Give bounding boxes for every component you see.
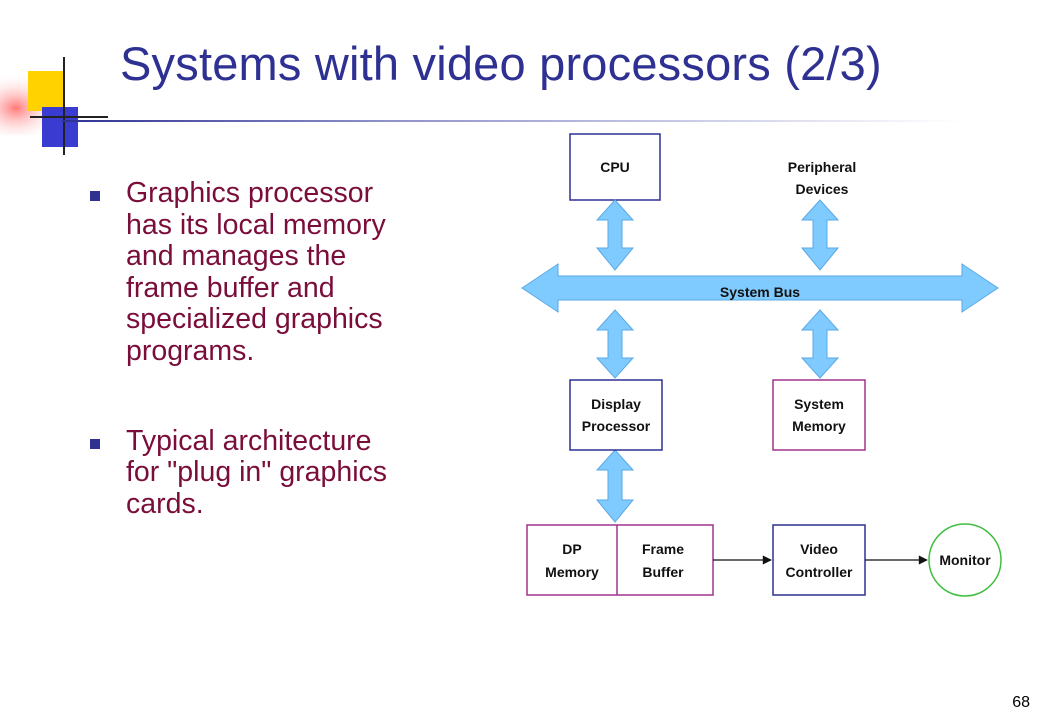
display-processor-label-line1: Display bbox=[591, 396, 641, 412]
peripheral-devices-label-line1: Peripheral bbox=[788, 159, 856, 175]
monitor-circle bbox=[928, 523, 1002, 597]
decorative-logo bbox=[0, 57, 108, 155]
system-memory-label-line1: System bbox=[794, 396, 844, 412]
dp-memory-label-line1: DP bbox=[562, 541, 581, 557]
bullet-text: Graphics processor has its local memory … bbox=[126, 177, 386, 367]
logo-yellow-square bbox=[28, 71, 64, 111]
bullet-item: Typical architecture for "plug in" graph… bbox=[90, 424, 490, 521]
cpu-box bbox=[569, 133, 661, 201]
slide-title: Systems with video processors (2/3) bbox=[120, 37, 882, 90]
display-processor-label-line2: Processor bbox=[582, 418, 651, 434]
video-controller-box bbox=[772, 524, 866, 596]
video-controller-label-line2: Controller bbox=[786, 564, 853, 580]
peripheral-bus-arrow bbox=[800, 199, 840, 271]
frame-buffer-label-line1: Frame bbox=[642, 541, 684, 557]
system-bus-label: System Bus bbox=[720, 284, 800, 300]
bullet-item: Graphics processor has its local memory … bbox=[90, 177, 490, 368]
dp-memory-frame-buffer-box bbox=[526, 524, 714, 596]
cpu-label: CPU bbox=[600, 159, 630, 175]
bus-display-processor-arrow bbox=[595, 309, 635, 379]
page-number: 68 bbox=[1012, 694, 1030, 711]
system-memory-box bbox=[772, 379, 866, 451]
video-controller-label-line1: Video bbox=[800, 541, 838, 557]
monitor-label: Monitor bbox=[939, 552, 991, 568]
title-underline bbox=[62, 120, 962, 122]
bullet-marker-icon bbox=[90, 438, 100, 449]
peripheral-devices-label-line2: Devices bbox=[796, 181, 849, 197]
system-bus-arrow bbox=[521, 263, 999, 313]
bullet-text: Typical architecture for "plug in" graph… bbox=[126, 424, 388, 520]
architecture-diagram: System Bus CPU Peripheral Devices Displa… bbox=[521, 133, 1002, 597]
bus-system-memory-arrow bbox=[800, 309, 840, 379]
display-processor-dp-memory-arrow bbox=[595, 449, 635, 523]
logo-blue-square bbox=[42, 107, 78, 147]
system-memory-label-line2: Memory bbox=[792, 418, 846, 434]
frame-buffer-label-line2: Buffer bbox=[642, 564, 684, 580]
display-processor-box bbox=[569, 379, 663, 451]
dp-memory-label-line2: Memory bbox=[545, 564, 599, 580]
cpu-bus-arrow bbox=[595, 199, 635, 271]
bullet-marker-icon bbox=[90, 191, 100, 201]
bullet-list: Graphics processor has its local memory … bbox=[90, 177, 490, 578]
